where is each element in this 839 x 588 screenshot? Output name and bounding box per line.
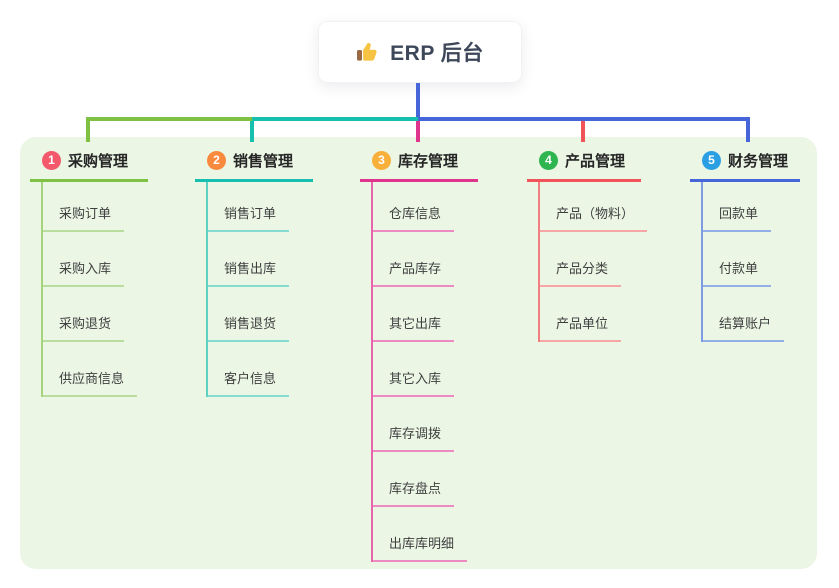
branch-1-title: 采购管理 [68,153,129,170]
child-node-label: 销售订单 [224,206,277,221]
child-node-label: 结算账户 [719,316,772,331]
branch-4-children: 产品（物料） 产品分类产品单位 [538,182,648,342]
child-node-label: 其它入库 [389,371,442,386]
bus-segment-green [86,117,254,121]
branch-3-child-node[interactable]: 库存调拨 [373,397,455,452]
branch-5-child-node[interactable]: 结算账户 [703,287,785,342]
branch-4-child-node[interactable]: 产品单位 [540,287,622,342]
child-node-label: 库存调拨 [389,426,442,441]
child-node-label: 产品（物料） [556,206,635,221]
child-node-label: 出库库明细 [389,536,455,551]
branch-2-number-badge: 2 [207,151,226,170]
branch-3-drop-line [416,117,420,142]
child-node-label: 付款单 [719,261,759,276]
child-node-label: 产品单位 [556,316,609,331]
branch-2-header[interactable]: 2 销售管理 [195,146,313,182]
child-node-label: 采购订单 [59,206,112,221]
branch-5-drop-line [746,117,750,142]
branch-3-child-node[interactable]: 其它入库 [373,342,455,397]
child-node-label: 产品分类 [556,261,609,276]
child-node-label: 产品库存 [389,261,442,276]
branch-5-header[interactable]: 5 财务管理 [690,146,800,182]
branch-2-title: 销售管理 [233,153,294,170]
branch-1-children: 采购订单采购入库采购退货供应商信息 [41,182,148,397]
branch-1-child-node[interactable]: 采购入库 [43,232,125,287]
child-node-label: 其它出库 [389,316,442,331]
root-node[interactable]: ERP 后台 [318,21,522,83]
branch-5-number-badge: 5 [702,151,721,170]
branch-5-title: 财务管理 [728,153,789,170]
bus-segment-teal [252,117,418,121]
branch-3-child-node[interactable]: 其它出库 [373,287,455,342]
branch-5-child-node[interactable]: 回款单 [703,182,772,232]
root-title: ERP 后台 [390,42,484,65]
branch-1-child-node[interactable]: 供应商信息 [43,342,138,397]
branch-1-child-node[interactable]: 采购退货 [43,287,125,342]
branch-1: 1 采购管理采购订单采购入库采购退货供应商信息 [30,146,148,397]
branch-5-child-node[interactable]: 付款单 [703,232,772,287]
thumbs-up-icon [356,40,380,64]
branch-2-child-node[interactable]: 销售退货 [208,287,290,342]
branch-3-children: 仓库信息产品库存其它出库其它入库库存调拨库存盘点出库库明细 [371,182,478,562]
child-node-label: 仓库信息 [389,206,442,221]
branch-4-header[interactable]: 4 产品管理 [527,146,641,182]
branch-5: 5 财务管理回款单付款单结算账户 [690,146,800,342]
branch-4-number-badge: 4 [539,151,558,170]
branch-2-drop-line [250,117,254,142]
branch-4-child-node[interactable]: 产品（物料） [540,182,648,232]
branch-3-child-node[interactable]: 库存盘点 [373,452,455,507]
bus-segment-blue [418,117,750,121]
child-node-label: 采购入库 [59,261,112,276]
child-node-label: 库存盘点 [389,481,442,496]
branch-3-child-node[interactable]: 仓库信息 [373,182,455,232]
child-node-label: 回款单 [719,206,759,221]
branch-3: 3 库存管理仓库信息产品库存其它出库其它入库库存调拨库存盘点出库库明细 [360,146,478,562]
branch-2-child-node[interactable]: 客户信息 [208,342,290,397]
branch-3-number-badge: 3 [372,151,391,170]
branch-3-child-node[interactable]: 出库库明细 [373,507,468,562]
child-node-label: 采购退货 [59,316,112,331]
branch-1-child-node[interactable]: 采购订单 [43,182,125,232]
branch-1-header[interactable]: 1 采购管理 [30,146,148,182]
branch-3-child-node[interactable]: 产品库存 [373,232,455,287]
branch-2-children: 销售订单销售出库销售退货客户信息 [206,182,313,397]
branch-4: 4 产品管理产品（物料） 产品分类产品单位 [527,146,648,342]
child-node-label: 供应商信息 [59,371,125,386]
child-node-label: 销售退货 [224,316,277,331]
branch-4-child-node[interactable]: 产品分类 [540,232,622,287]
child-node-label: 销售出库 [224,261,277,276]
branch-2: 2 销售管理销售订单销售出库销售退货客户信息 [195,146,313,397]
root-connector-line [416,83,420,121]
branch-5-children: 回款单付款单结算账户 [701,182,800,342]
child-node-label: 客户信息 [224,371,277,386]
branch-3-header[interactable]: 3 库存管理 [360,146,478,182]
branch-4-title: 产品管理 [565,153,626,170]
branch-2-child-node[interactable]: 销售订单 [208,182,290,232]
branch-2-child-node[interactable]: 销售出库 [208,232,290,287]
branch-1-drop-line [86,117,90,142]
branches-panel [20,137,817,569]
branch-1-number-badge: 1 [42,151,61,170]
branch-3-title: 库存管理 [398,153,459,170]
branch-4-drop-line [581,117,585,142]
